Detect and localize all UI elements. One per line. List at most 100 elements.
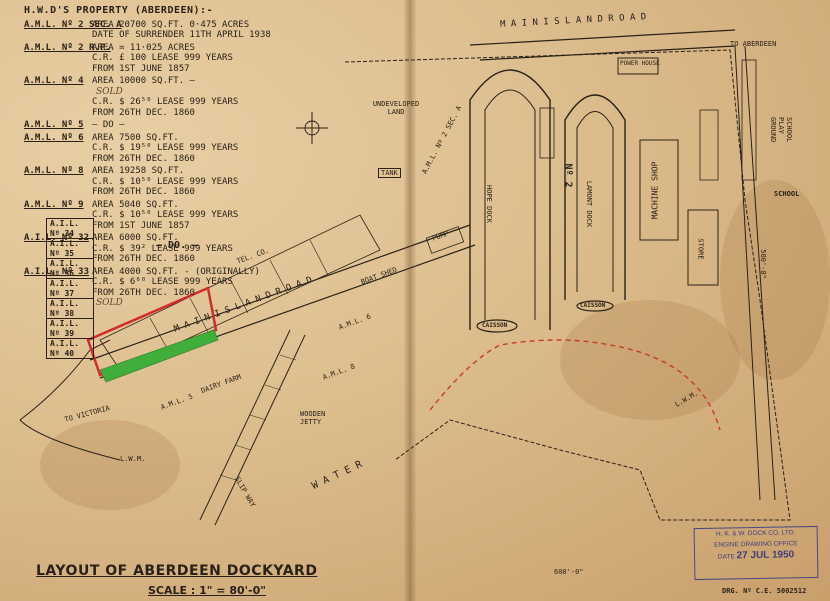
lot-detail: AREA = 11·025 ACRES [92, 42, 195, 53]
legend-entries: A.M.L. Nº 2 SEC. A AREA 20700 SQ.FT. 0·4… [24, 20, 324, 309]
coastline [19, 339, 121, 461]
label-caisson: CAISSON [482, 322, 508, 329]
lot-detail: AREA 19258 SQ.FT. [92, 166, 185, 176]
label-no2: Nº 2 [562, 163, 574, 188]
building [699, 109, 719, 181]
lot-detail: FROM 26TH DEC. 1860 [92, 187, 195, 197]
ail-lot: A.I.L. Nº 36 [46, 259, 94, 279]
ail-lot: A.I.L. Nº 35 [46, 239, 94, 259]
lot-code: A.M.L. Nº 8 [24, 166, 84, 176]
caisson-lamont [576, 300, 614, 312]
lot-detail: AREA 6000 SQ.FT. [92, 233, 179, 243]
label-lamont-dock: LAMONT DOCK [585, 180, 594, 228]
legend-entry: A.M.L. Nº 8 AREA 19258 SQ.FT.C.R. $ 10⁵⁰… [24, 166, 324, 198]
lot-detail: C.R. $ 26⁵⁰ LEASE 999 YEARS [92, 97, 239, 107]
ail-lot: A.I.L. Nº 39 [46, 319, 94, 339]
lot-detail: C.R. $ 10⁵⁰ LEASE 999 YEARS [92, 210, 239, 220]
label-machine-shop: MACHINE SHOP [650, 161, 660, 220]
lot-detail: AREA 7500 SQ.FT. [92, 132, 179, 143]
label-school-playground: SCHOOL PLAY GROUND [769, 117, 793, 143]
ail-lot: A.I.L. Nº 38 [46, 299, 94, 319]
lot-code: A.M.L. Nº 6 [24, 132, 84, 143]
machine-shop [639, 139, 679, 241]
pump-house [425, 226, 465, 254]
legend-entry: A.M.L. Nº 2 SEC. A AREA 20700 SQ.FT. 0·4… [24, 20, 324, 41]
stamp-date-label: DATE [717, 553, 735, 561]
lot-detail: C.R. $ 6⁶⁰ LEASE 999 YEARS [92, 277, 233, 287]
stamp-date: 27 JUL 1950 [736, 549, 795, 562]
building [539, 107, 555, 159]
lot-code: A.M.L. Nº 4 [24, 76, 84, 86]
drawing-title: LAYOUT OF ABERDEEN DOCKYARD [36, 563, 318, 579]
legend-title: H.W.D'S PROPERTY (ABERDEEN):- [24, 5, 214, 16]
slipway [199, 329, 306, 526]
label-to-aberdeen: TO ABERDEEN [730, 40, 777, 48]
drawing-number: DRG. Nº C.E. 5002512 [722, 587, 807, 595]
lot-detail: FROM 26TH DEC. 1860 [92, 107, 195, 118]
hope-dock-inner [484, 89, 536, 320]
main-island-road-right [734, 45, 776, 501]
ail-lot: A.I.L. Nº 34 [46, 218, 94, 239]
label-lwm: L.W.M. [120, 455, 146, 463]
paper-stain [40, 420, 180, 510]
lot-detail: C.R. £ 100 LEASE 999 YEARS [92, 53, 233, 63]
site-boundary [344, 49, 791, 521]
lamont-dock-inner [576, 111, 614, 292]
lot-detail: C.R. $ 39² LEASE 999 YEARS [92, 243, 233, 254]
paper-fold [404, 0, 416, 601]
lot-detail: AREA 10000 SQ.FT. — [92, 76, 195, 86]
store [687, 209, 719, 286]
ail-lot-list: A.I.L. Nº 34 A.I.L. Nº 35 A.I.L. Nº 36 A… [46, 218, 94, 359]
paper-stain [720, 180, 830, 380]
drawing-scale: SCALE : 1" = 80'-0" [148, 584, 266, 597]
lot-code: A.I.L. Nº 33 [24, 266, 90, 277]
lot-detail: DATE OF SURRENDER 11TH APRIL 1938 [92, 30, 271, 40]
lot-detail: FROM 26TH DEC. 1860 [92, 287, 195, 298]
drawing-office-stamp: H. K. & W. DOCK CO. LTD. ENGINE DRAWING … [693, 525, 819, 581]
lot-detail: — DO — [92, 120, 125, 130]
legend-entry: A.M.L. Nº 9 AREA 5040 SQ.FT.C.R. $ 10⁵⁰ … [24, 200, 324, 232]
sold-note: SOLD [96, 86, 123, 97]
lot-code: A.M.L. Nº 5 [24, 120, 84, 130]
lot-detail: FROM 1ST JUNE 1857 [92, 220, 190, 231]
label-dim-500: 500'-0" [758, 249, 767, 279]
lot-detail: AREA 5040 SQ.FT. [92, 199, 179, 210]
label-dim-600: 600'-0" [554, 568, 584, 576]
lots-strip [99, 214, 381, 371]
label-store: STORE [696, 238, 705, 260]
lot-detail: FROM 26TH DEC. 1860 [92, 254, 195, 264]
property-legend: H.W.D'S PROPERTY (ABERDEEN):- A.M.L. Nº … [24, 5, 324, 311]
hope-dock-outline [469, 69, 551, 330]
label-school: SCHOOL [774, 190, 800, 198]
ail-lot: A.I.L. Nº 37 [46, 279, 94, 299]
ditto-mark: — DO. — [156, 240, 199, 251]
label-hope-dock: HOPE DOCK [484, 185, 493, 223]
red-dashed-line [429, 339, 721, 431]
north-arrow [296, 112, 328, 144]
power-house [617, 57, 659, 75]
lot-detail: C.R. $ 10⁵⁰ LEASE 999 YEARS [92, 176, 239, 187]
lot-detail: FROM 1ST JUNE 1857 [92, 63, 190, 74]
lot-code: A.M.L. Nº 9 [24, 199, 84, 210]
caisson-hope [476, 319, 518, 333]
label-wooden-jetty: WOODEN JETTY [300, 410, 326, 426]
legend-entry: A.M.L. Nº 6 AREA 7500 SQ.FT.C.R. $ 19⁵⁰ … [24, 133, 324, 165]
sold-note: SOLD [96, 298, 123, 308]
legend-entry: A.M.L. Nº 5 — DO — [24, 120, 324, 131]
lot-detail: AREA 20700 SQ.FT. 0·475 ACRES [92, 19, 250, 30]
paper-stain [560, 300, 740, 420]
highlighted-lots-green [99, 329, 219, 383]
main-island-road-top [469, 29, 736, 61]
legend-entry: A.I.L. Nº 33 AREA 4000 SQ.FT. - (ORIGINA… [24, 267, 324, 309]
lamont-dock-outline [564, 94, 626, 300]
building [741, 59, 757, 181]
label-tank: TANK [378, 168, 401, 178]
ail-lot: A.I.L. Nº 40 [46, 339, 94, 359]
highlighted-lots-red [86, 286, 218, 377]
label-undeveloped-land: UNDEVELOPED LAND [372, 100, 420, 116]
lot-detail: C.R. $ 19⁵⁰ LEASE 999 YEARS [92, 143, 239, 153]
label-caisson: CAISSON [580, 302, 606, 309]
